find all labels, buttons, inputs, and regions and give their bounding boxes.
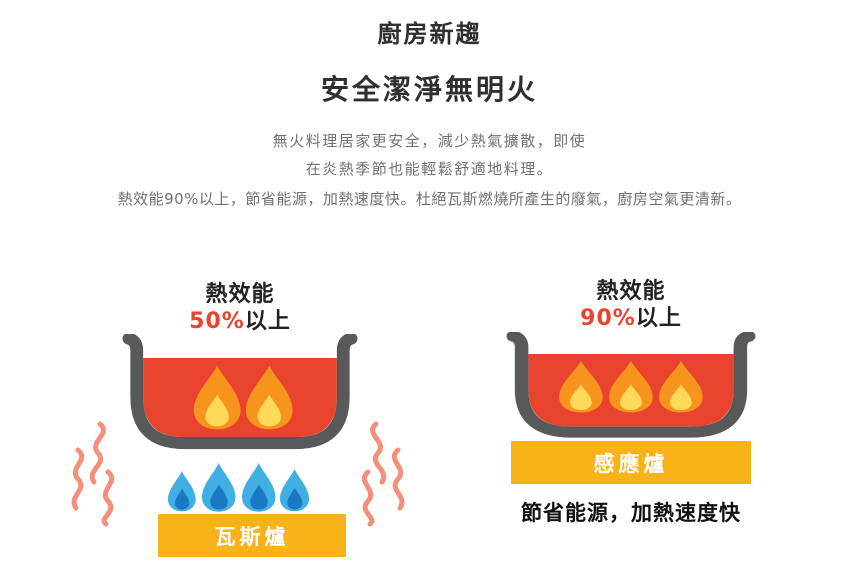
benefits-caption: 節省能源，加熱速度快 <box>521 501 741 525</box>
efficiency-value: 50%以上 <box>122 308 358 335</box>
gas-flame-icon <box>202 463 236 512</box>
induction-stove-label: 感應爐 <box>511 441 751 484</box>
efficiency-title: 熱效能 <box>596 279 666 304</box>
detail-line: 熱效能90%以上，節省能源，加熱速度快。杜絕瓦斯燃燒所產生的廢氣，廚房空氣更清新… <box>117 190 742 208</box>
page-title: 廚房新趨 <box>377 20 482 48</box>
page-subtitle: 安全潔淨無明火 <box>320 73 538 106</box>
efficiency-value: 90%以上 <box>506 305 756 332</box>
induction-pot-icon <box>506 332 756 438</box>
gas-flame-icon <box>168 471 196 512</box>
intro-text: 無火料理居家更安全，減少熱氣擴散，即使 在炎熱季節也能輕鬆舒適地料理。 <box>0 127 859 183</box>
gas-flames-icon <box>168 463 310 512</box>
efficiency-percent: 50% <box>189 309 245 334</box>
efficiency-suffix: 以上 <box>244 309 291 334</box>
steam-icon <box>361 421 405 527</box>
intro-line: 在炎熱季節也能輕鬆舒適地料理。 <box>305 160 554 178</box>
gas-flame-icon <box>280 469 310 512</box>
intro-line: 無火料理居家更安全，減少熱氣擴散，即使 <box>272 132 587 150</box>
induction-efficiency-label: 熱效能 90%以上 <box>506 278 756 332</box>
gas-stove-label: 瓦斯爐 <box>158 514 346 557</box>
efficiency-title: 熱效能 <box>205 282 275 307</box>
efficiency-suffix: 以上 <box>635 306 682 331</box>
gas-efficiency-label: 熱效能 50%以上 <box>122 281 358 335</box>
gas-flame-icon <box>242 463 276 512</box>
steam-icon <box>71 421 115 527</box>
gas-pot-icon <box>122 334 358 450</box>
efficiency-percent: 90% <box>580 306 636 331</box>
